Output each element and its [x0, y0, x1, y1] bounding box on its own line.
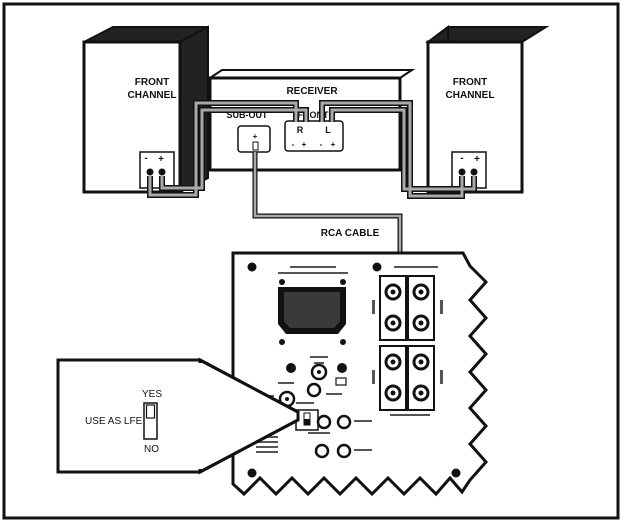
- front-terminal-panel: [284, 120, 344, 152]
- line-in-jack: [336, 414, 352, 430]
- front-r-label: R: [297, 125, 304, 135]
- left-front-speaker: FRONT CHANNEL - +: [82, 25, 209, 194]
- rca-cable-label: RCA CABLE: [321, 228, 380, 239]
- receiver: RECEIVER SUB-OUT + FRONT R L - + - +: [206, 69, 416, 172]
- phase-switch: [335, 377, 347, 386]
- panel-screw-icon: [372, 262, 382, 272]
- lfe-no-label: NO: [144, 444, 159, 455]
- svg-text:+: +: [302, 140, 307, 149]
- svg-text:-: -: [460, 153, 463, 164]
- lfe-switch-area: [256, 409, 372, 459]
- svg-text:-: -: [320, 140, 323, 149]
- control-knobs: [256, 356, 347, 408]
- left-speaker-terminal-plate: [139, 151, 175, 189]
- left-speaker-minus-terminal: [146, 168, 154, 176]
- subwoofer-rear-panel: [231, 251, 489, 497]
- svg-text:-: -: [144, 153, 147, 164]
- right-speaker-label-line1: FRONT: [453, 77, 487, 88]
- svg-text:+: +: [253, 132, 258, 141]
- subwoofer-panel-outline: [231, 251, 489, 497]
- sub-out-label: SUB-OUT: [227, 110, 268, 120]
- svg-text:+: +: [474, 154, 480, 165]
- speaker-wires: [147, 100, 477, 199]
- lfe-yes-label: YES: [142, 389, 162, 400]
- svg-text:+: +: [331, 140, 336, 149]
- panel-screw-icon: [247, 262, 257, 272]
- panel-screw-icon: [247, 468, 257, 478]
- left-speaker-label-line2: CHANNEL: [128, 90, 177, 101]
- callout-box: [56, 358, 202, 474]
- front-l-label: L: [325, 125, 331, 135]
- right-speaker-label-line2: CHANNEL: [446, 90, 495, 101]
- svg-text:+: +: [158, 154, 164, 165]
- right-front-speaker: FRONT CHANNEL - +: [425, 25, 550, 194]
- left-speaker-plus-terminal: [158, 168, 166, 176]
- right-speaker-plus-terminal: [470, 168, 478, 176]
- lfe-callout: USE AS LFE YES NO: [56, 357, 300, 475]
- left-speaker-label-line1: FRONT: [135, 77, 169, 88]
- sub-out-jack: [252, 141, 259, 151]
- right-speaker-minus-terminal: [458, 168, 466, 176]
- svg-text:-: -: [292, 140, 295, 149]
- right-speaker-terminal-plate: [451, 151, 487, 189]
- receiver-title: RECEIVER: [286, 86, 338, 97]
- front-label: FRONT: [298, 110, 329, 120]
- speaker-level-inputs: [372, 275, 443, 416]
- panel-screw-icon: [451, 468, 461, 478]
- line-out-jack: [336, 443, 352, 459]
- use-as-lfe-label: USE AS LFE: [85, 416, 143, 427]
- lfe-switch-slider: [145, 404, 156, 419]
